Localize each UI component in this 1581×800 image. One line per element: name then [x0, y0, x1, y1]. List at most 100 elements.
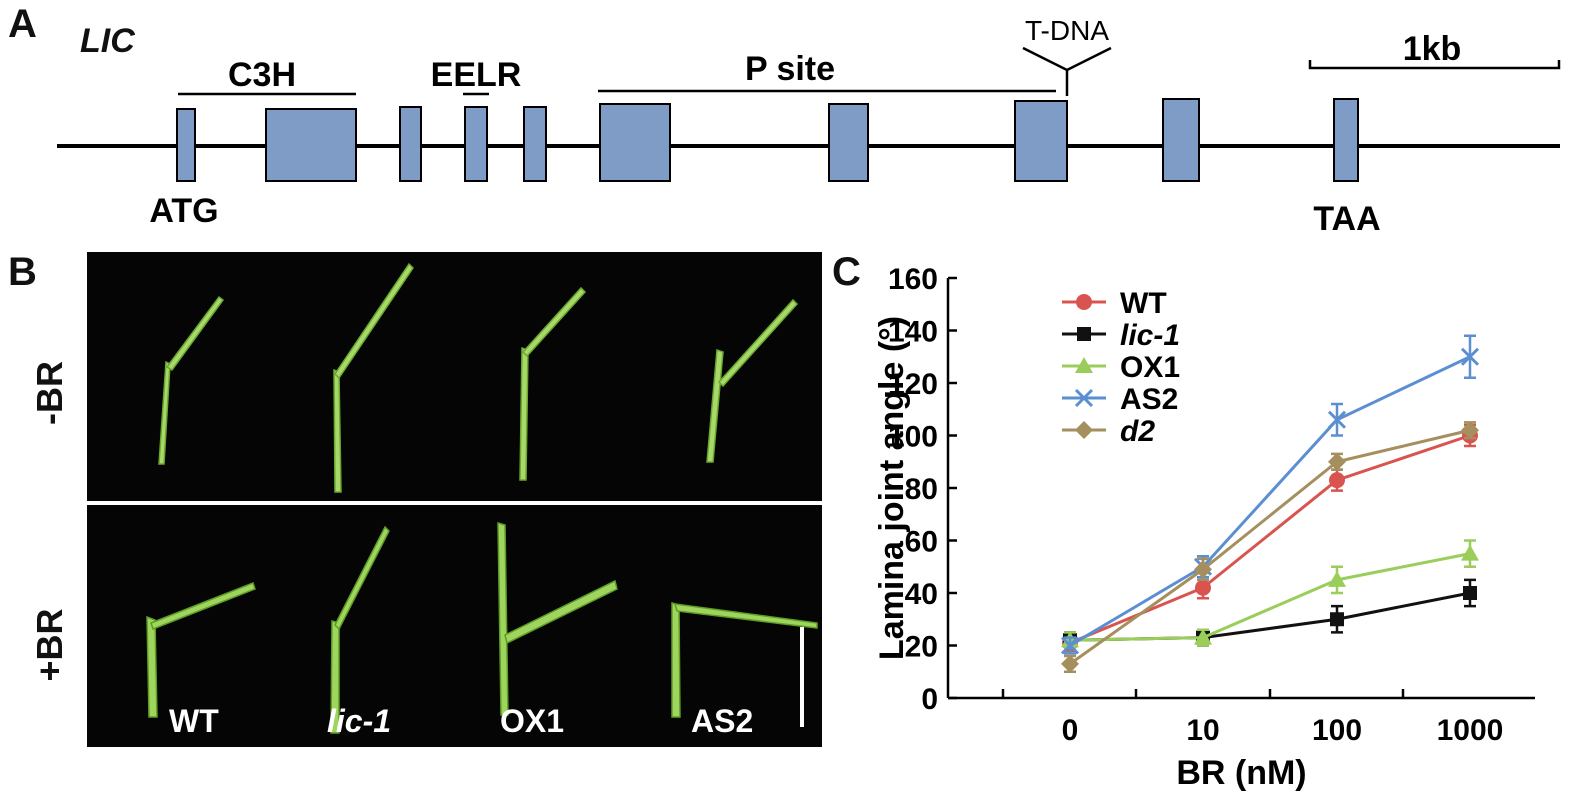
gene-name: LIC: [80, 22, 135, 60]
series-line-d2: [1069, 428, 1471, 666]
seedling-as2-leaf: [717, 298, 799, 388]
genotype-label-lic1: lic-1: [327, 703, 392, 739]
y-tick-label: 100: [888, 421, 938, 454]
point-ox1: [1461, 544, 1479, 561]
series-line-wt: [1069, 434, 1471, 645]
point-d2: [1061, 654, 1079, 673]
genotype-label-ox1: OX1: [500, 703, 565, 739]
legend-label-ox1: OX1: [1120, 351, 1180, 384]
seedling-lic1-plus-leaf: [334, 525, 390, 631]
p-site-label: P site: [745, 50, 835, 88]
seedling-wt-leaf: [165, 295, 225, 371]
seedling-ox1-plus-stem: [497, 522, 509, 716]
t-dna-label: T-DNA: [1025, 15, 1109, 46]
c3h-label: C3H: [228, 56, 296, 94]
legend-marker-d2: [1075, 421, 1093, 439]
point-wt: [1462, 427, 1478, 444]
point-as2: [1460, 347, 1480, 366]
point-ox1: [1061, 631, 1079, 648]
seedling-lic1-leaf: [334, 262, 414, 380]
point-as2: [1193, 557, 1213, 576]
point-lic-1: [1463, 586, 1477, 600]
series-line-lic-1: [1069, 591, 1471, 642]
t-dna-insertion-marker: [1022, 46, 1112, 72]
point-as2: [1060, 636, 1080, 655]
seedling-as2-plus-leaf: [673, 603, 818, 629]
seedling-as2-plus-stem: [671, 602, 681, 718]
y-tick-label: 140: [888, 316, 938, 349]
exon-2: [265, 108, 357, 182]
legend-marker-wt: [1076, 294, 1092, 310]
scale-bar: [1308, 60, 1561, 70]
point-lic-1: [1063, 633, 1077, 648]
series-line-as2: [1069, 355, 1471, 647]
y-tick-label: 20: [905, 631, 938, 664]
exon-6: [599, 103, 671, 182]
x-tick-label: 10: [1186, 714, 1219, 747]
y-tick-label: 160: [888, 263, 938, 296]
point-lic-1: [1330, 612, 1344, 627]
exon-1: [176, 108, 196, 182]
atg-label: ATG: [149, 192, 218, 230]
exon-9: [1162, 98, 1200, 182]
exon-10: [1333, 98, 1359, 182]
point-d2: [1461, 421, 1479, 440]
legend-label-as2: AS2: [1120, 383, 1178, 416]
point-wt: [1329, 472, 1345, 489]
point-wt: [1062, 634, 1078, 651]
row-label-minus-br: -BR: [29, 361, 70, 425]
legend-label-d2: d2: [1120, 415, 1155, 448]
exon-8: [1014, 100, 1068, 182]
series-line-ox1: [1069, 552, 1471, 642]
exons: [176, 98, 1359, 182]
seedling-ox1-plus-leaf: [504, 579, 618, 645]
scale-bar-label: 1kb: [1403, 30, 1462, 68]
legend-label-wt: WT: [1120, 287, 1167, 320]
x-tick-label: 0: [1062, 714, 1079, 747]
point-ox1: [1328, 570, 1346, 587]
exon-4: [464, 106, 488, 182]
seedling-ox1-leaf: [521, 286, 587, 358]
point-d2: [1194, 560, 1212, 579]
seedlings-minus-br: [158, 262, 799, 493]
photo-plus-br: WT lic-1 OX1 AS2: [87, 505, 822, 747]
point-as2: [1327, 410, 1347, 429]
seedling-as2-stem: [706, 348, 724, 463]
genotype-label-as2: AS2: [691, 703, 754, 739]
legend-marker-lic-1: [1077, 327, 1091, 341]
taa-label: TAA: [1313, 200, 1380, 238]
x-tick-label: 100: [1312, 714, 1362, 747]
genotype-label-wt: WT: [169, 703, 219, 739]
seedling-wt-plus-leaf: [150, 582, 256, 630]
y-tick-label: 40: [905, 578, 938, 611]
legend-label-lic-1: lic-1: [1120, 319, 1180, 352]
seedling-ox1-stem: [519, 346, 529, 481]
seedling-lic1-stem: [333, 368, 342, 493]
seedlings-plus-br: [146, 522, 818, 734]
row-label-plus-br: +BR: [29, 608, 70, 682]
photo-minus-br: [87, 252, 822, 501]
exon-7: [828, 103, 869, 182]
point-wt: [1195, 579, 1211, 596]
panel-b-letter: B: [8, 250, 37, 294]
legend-marker-ox1: [1075, 357, 1093, 373]
point-lic-1: [1196, 630, 1210, 645]
point-d2: [1328, 452, 1346, 471]
x-tick-label: 1000: [1437, 714, 1504, 747]
panel-a-letter: A: [8, 2, 37, 46]
legend-marker-as2: [1074, 388, 1094, 408]
exon-3: [399, 106, 422, 182]
y-tick-label: 120: [888, 368, 938, 401]
panel-c-letter: C: [832, 250, 861, 294]
x-axis-label: BR (nM): [1176, 754, 1306, 792]
gene-structure-diagram: C3H EELR P site T-DNA 1kb ATG TAA: [57, 15, 1561, 238]
point-ox1: [1194, 628, 1212, 645]
eelr-label: EELR: [431, 56, 522, 94]
seedling-wt-plus-stem: [146, 615, 158, 718]
y-axis-label: Lamina joint angle (°): [873, 316, 911, 660]
seedling-wt-stem: [158, 360, 171, 465]
y-tick-label: 80: [905, 473, 938, 506]
y-tick-label: 60: [905, 526, 938, 559]
exon-5: [523, 106, 547, 182]
y-tick-label: 0: [921, 683, 938, 716]
